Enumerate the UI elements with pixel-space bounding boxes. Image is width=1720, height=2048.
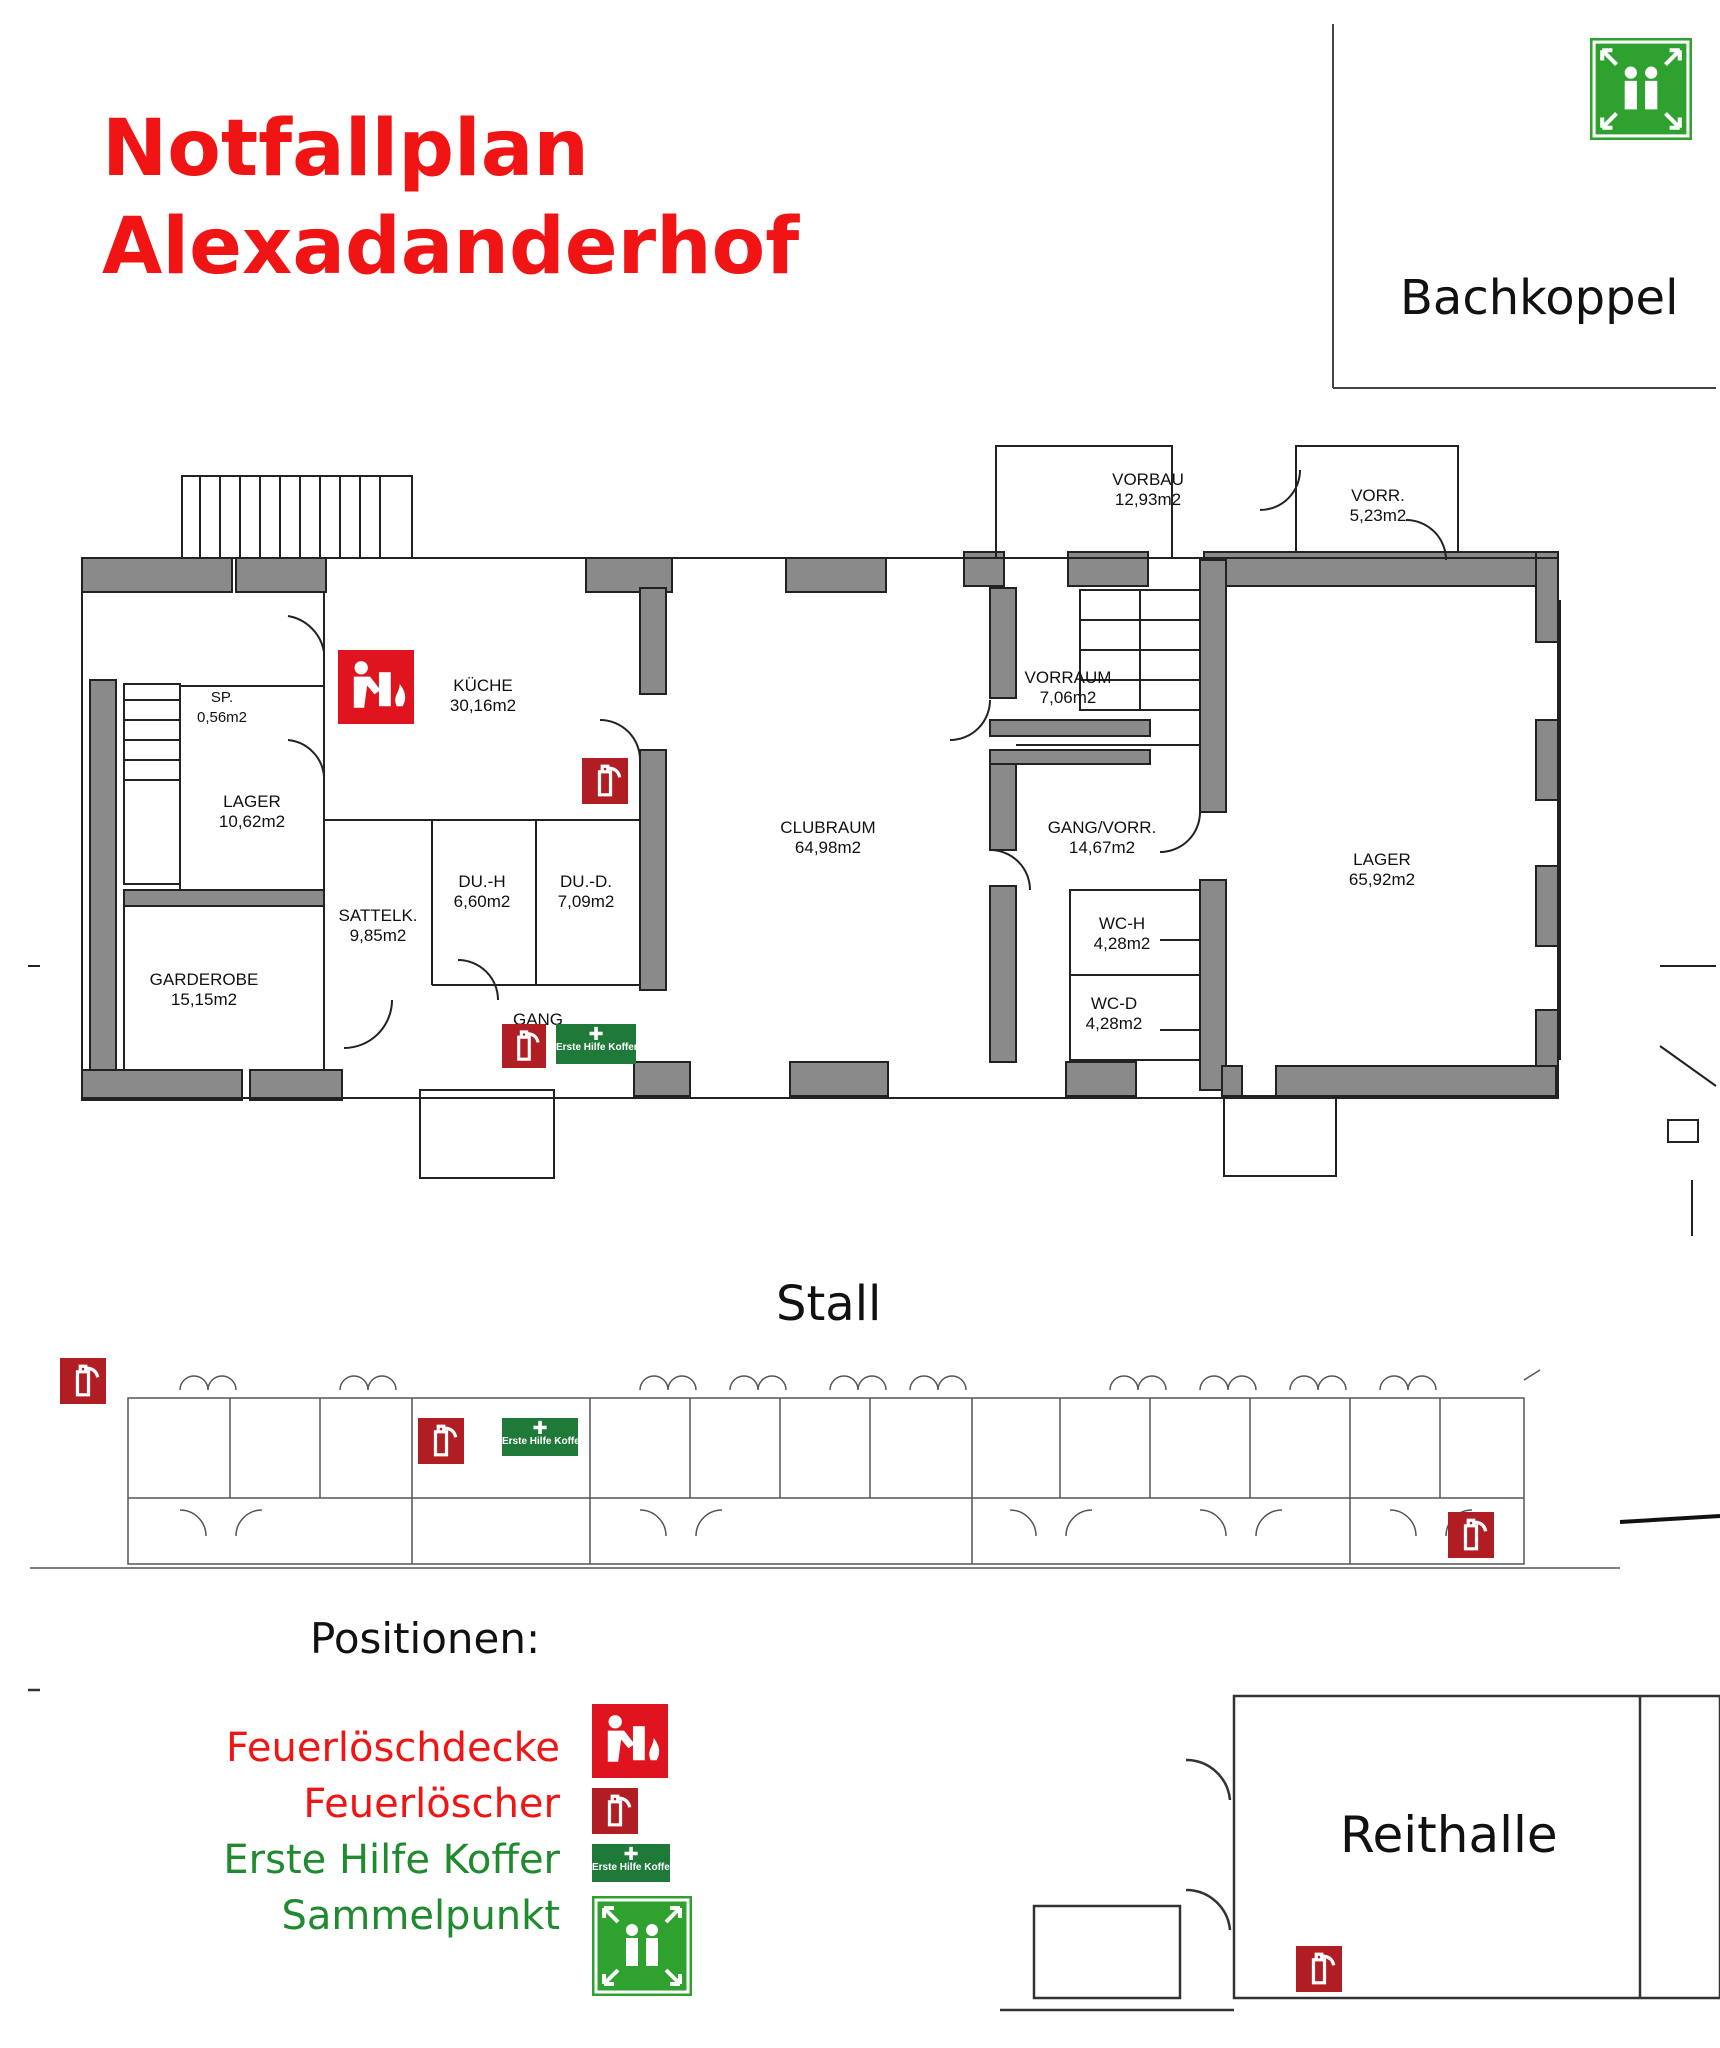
bachkoppel-label: Bachkoppel [1400, 270, 1679, 326]
reithalle-label: Reithalle [1340, 1806, 1558, 1864]
page-title: Notfallplan Alexadanderhof [102, 100, 799, 296]
room-sattelk: SATTELK.9,85m2 [338, 906, 418, 945]
reithalle-building [28, 1688, 1720, 2012]
legend-label-fire-extinguisher: Feuerlöscher [303, 1781, 560, 1827]
stall-label: Stall [776, 1276, 882, 1332]
fire-extinguisher-icon [418, 1418, 464, 1464]
fire-extinguisher-icon [592, 1788, 638, 1834]
assembly-point-icon [1590, 38, 1692, 140]
fire-extinguisher-icon [1448, 1512, 1494, 1558]
fire-blanket-icon [338, 650, 414, 724]
first-aid-kit-icon: ✚Erste Hilfe Koffer [556, 1024, 638, 1064]
room-gang-vorr: GANG/VORR.14,67m2 [1047, 818, 1157, 857]
fire-extinguisher-icon [60, 1358, 106, 1404]
room-du-d: DU.-D.7,09m2 [557, 872, 615, 911]
main-building-lines [28, 445, 1717, 1236]
legend-label-fire-blanket: Feuerlöschdecke [226, 1725, 560, 1771]
first-aid-kit-icon: ✚Erste Hilfe Koffer [592, 1844, 674, 1882]
main-building-walls [81, 551, 1559, 1101]
title-line-1: Notfallplan [102, 104, 589, 194]
first-aid-kit-icon: ✚Erste Hilfe Koffer [502, 1418, 584, 1456]
stall-road-line [1619, 1514, 1720, 1524]
title-line-2: Alexadanderhof [102, 202, 800, 292]
legend-label-assembly: Sammelpunkt [281, 1893, 561, 1939]
room-vorr: VORR.5,23m2 [1349, 486, 1407, 525]
fire-extinguisher-icon [502, 1024, 546, 1068]
room-sp: SP.0,56m2 [196, 689, 248, 726]
legend-heading: Positionen: [310, 1614, 541, 1663]
bachkoppel-outline [1332, 24, 1716, 389]
assembly-point-icon [592, 1896, 692, 1996]
legend-label-first-aid: Erste Hilfe Koffer [223, 1837, 560, 1883]
stall-building [30, 1369, 1620, 1569]
fire-extinguisher-icon [582, 758, 628, 804]
fire-extinguisher-icon [1296, 1946, 1342, 1992]
fire-blanket-icon [592, 1704, 668, 1778]
